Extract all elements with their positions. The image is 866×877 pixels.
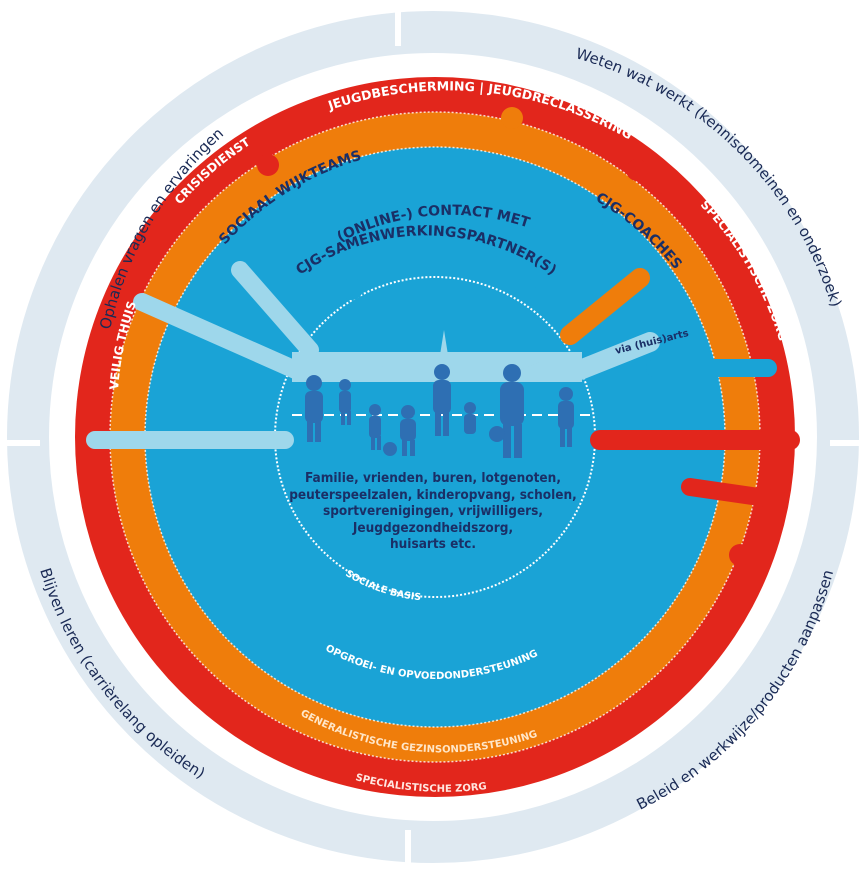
skyline-illustration <box>292 330 595 458</box>
spokes <box>86 261 800 509</box>
center-text-line: Jeugdgezondheidszorg, <box>352 519 514 536</box>
ring-knobs <box>257 107 751 566</box>
center-text: Familie, vrienden, buren, lotgenoten, pe… <box>278 470 588 553</box>
center-text-line: peuterspeelzalen, kinderopvang, scholen, <box>289 486 577 503</box>
outer-ring-gap <box>395 10 401 46</box>
outer-ring-gap <box>405 830 411 866</box>
outer-ring-gap <box>4 440 40 446</box>
center-text-line: Familie, vrienden, buren, lotgenoten, <box>305 470 561 486</box>
center-text-line: sportverenigingen, vrijwilligers, <box>322 503 544 519</box>
center-text-line: huisarts etc. <box>390 536 476 552</box>
outer-ring-gap <box>830 440 866 446</box>
outer-ring <box>7 11 859 863</box>
